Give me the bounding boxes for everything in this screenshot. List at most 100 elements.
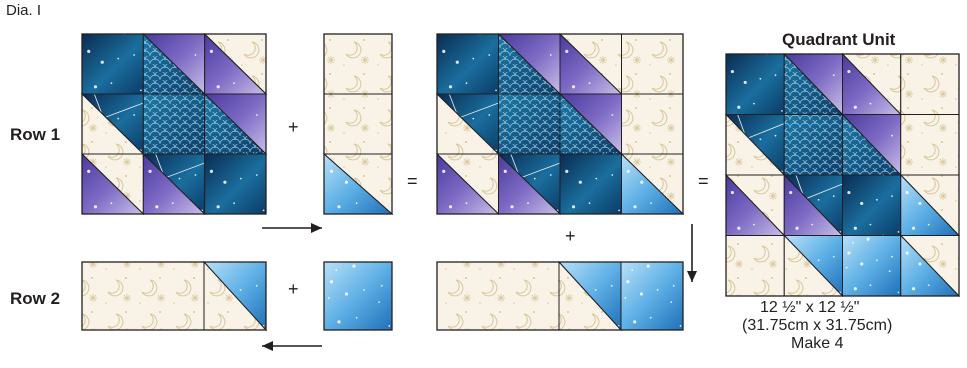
block-outline (436, 33, 684, 215)
size-centimeters: (31.75cm x 31.75cm) (742, 317, 893, 334)
star-speck (852, 241, 854, 244)
quilt-square-navy (204, 153, 267, 215)
star-speck (737, 226, 741, 230)
star-speck (133, 54, 136, 56)
quilt-square-navy (81, 33, 144, 95)
star-speck (866, 237, 870, 241)
web-line (164, 162, 205, 179)
star-speck (255, 114, 258, 116)
star-speck (891, 134, 893, 137)
star-speck (355, 316, 358, 319)
row-2-label: Row 2 (10, 289, 61, 308)
star-speck (255, 174, 258, 176)
plus-sign-row1: + (288, 117, 299, 137)
star-speck (891, 255, 893, 258)
star-speck (93, 85, 98, 89)
star-speck (918, 262, 922, 266)
star-speck (578, 180, 582, 184)
star-speck (329, 169, 334, 173)
hst-lower-scale (498, 32, 562, 95)
star-speck (329, 280, 334, 284)
star-speck (117, 117, 120, 120)
star-speck (171, 202, 174, 205)
arrow-down-icon (687, 224, 697, 282)
star-speck (442, 169, 446, 173)
star-speck (337, 205, 341, 209)
star-speck (631, 269, 634, 272)
star-speck (571, 85, 576, 89)
star-speck (639, 292, 644, 296)
star-speck (233, 202, 236, 205)
quilt-square-cream (900, 114, 960, 176)
quilt-square-sky (323, 261, 393, 331)
equals-sign-2: = (698, 171, 709, 191)
star-speck (633, 320, 637, 324)
star-speck (442, 49, 446, 54)
star-speck (87, 169, 91, 173)
star-speck (588, 82, 591, 85)
star-speck (730, 69, 735, 74)
equals-sign-1: = (407, 171, 418, 191)
star-speck (595, 177, 598, 180)
quilt-square-scale (783, 114, 843, 176)
star-speck (905, 251, 909, 255)
star-speck (633, 205, 637, 209)
star-speck (817, 198, 820, 201)
star-speck (640, 180, 644, 184)
row-1-label: Row 1 (10, 125, 61, 144)
star-speck (911, 287, 916, 291)
star-speck (327, 297, 330, 299)
star-speck (209, 49, 214, 54)
star-speck (853, 226, 857, 230)
star-speck (565, 49, 569, 54)
star-speck (897, 291, 900, 294)
plus-sign-vertical: + (565, 226, 576, 246)
star-speck (549, 174, 552, 176)
star-speck (927, 223, 930, 226)
star-speck (737, 105, 741, 109)
star-speck (650, 202, 652, 205)
quilt-square-navy (436, 33, 499, 95)
star-speck (897, 230, 900, 233)
star-speck (817, 259, 820, 262)
star-speck (527, 202, 529, 205)
star-speck (355, 202, 358, 205)
star-speck (239, 177, 242, 180)
quilt-square-scale (142, 93, 206, 155)
star-speck (918, 201, 922, 206)
star-speck (588, 202, 591, 205)
star-speck (869, 102, 872, 105)
quilt-square-cream (900, 53, 960, 115)
star-speck (388, 325, 391, 327)
star-speck (223, 180, 227, 184)
star-speck (624, 297, 627, 299)
quilt-square-navy (842, 174, 902, 236)
arrow-left-icon (262, 341, 322, 351)
star-speck (781, 109, 783, 112)
star-speck (911, 226, 916, 230)
row2-strip-left (81, 261, 205, 331)
star-speck (216, 85, 220, 89)
star-speck (255, 284, 258, 287)
make-count: Make 4 (791, 335, 844, 352)
star-speck (155, 205, 159, 209)
star-speck (832, 74, 835, 77)
star-speck (927, 284, 930, 287)
star-speck (611, 114, 614, 116)
star-speck (337, 320, 341, 324)
star-speck (891, 195, 893, 198)
web-line (804, 183, 843, 200)
star-speck (860, 201, 864, 206)
star-speck (93, 205, 98, 209)
block-outline (323, 261, 393, 331)
star-speck (672, 284, 675, 287)
quilt-square-sky (842, 234, 902, 297)
star-speck (875, 259, 878, 262)
web-line (458, 102, 499, 119)
star-speck (656, 288, 659, 291)
figure-label: Dia. I (6, 2, 42, 19)
star-speck (853, 105, 857, 109)
star-speck (488, 114, 491, 116)
star-speck (510, 205, 514, 209)
